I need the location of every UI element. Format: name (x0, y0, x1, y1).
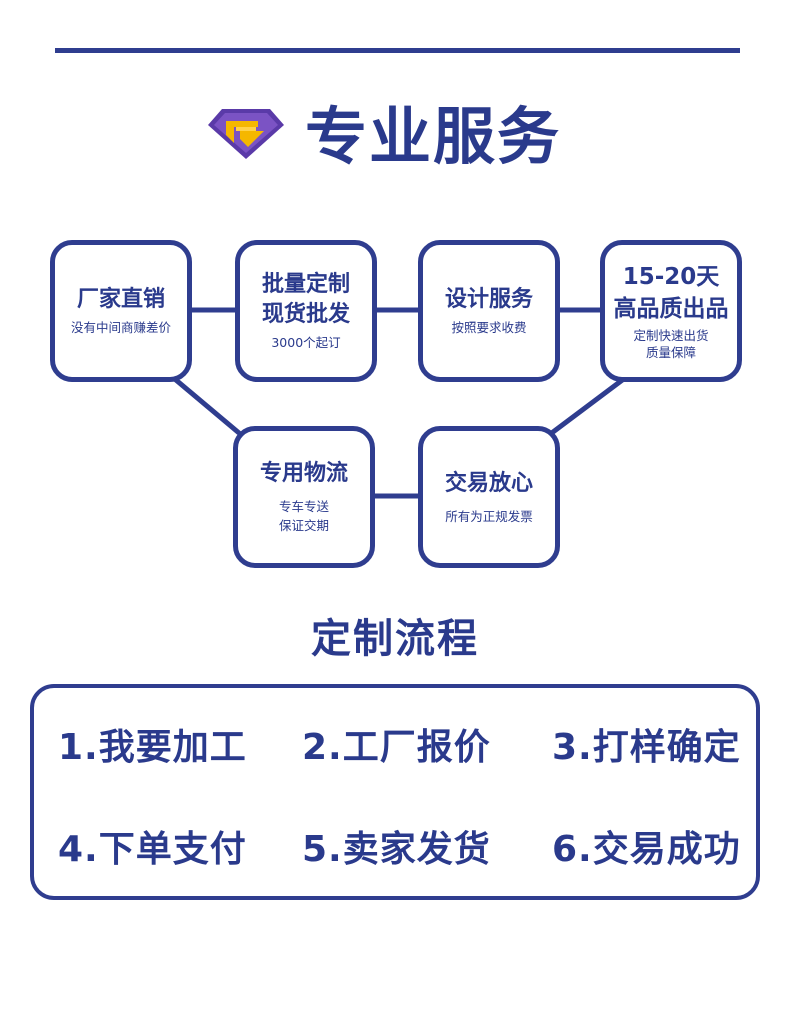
service-card-trade-assurance: 交易放心 所有为正规发票 (418, 426, 560, 568)
service-card-custom-wholesale: 批量定制 现货批发 3000个起订 (235, 240, 377, 382)
service-card-factory-direct: 厂家直销 没有中间商赚差价 (50, 240, 192, 382)
page-title: 专业服务 (305, 100, 562, 173)
process-step: 2.工厂报价 (302, 727, 491, 768)
service-title: 批量定制 (261, 272, 350, 297)
service-subtitle: 按照要求收费 (451, 320, 527, 335)
service-title: 交易放心 (444, 470, 533, 496)
process-step: 1.我要加工 (58, 727, 247, 768)
header: 专业服务 (0, 95, 790, 185)
service-card-design: 设计服务 按照要求收费 (418, 240, 560, 382)
process-title: 定制流程 (311, 616, 479, 662)
service-subtitle: 保证交期 (278, 518, 329, 533)
process-step: 5.卖家发货 (302, 829, 491, 870)
service-subtitle: 没有中间商赚差价 (70, 320, 171, 335)
service-subtitle: 专车专送 (278, 499, 329, 514)
process-step: 3.打样确定 (552, 727, 741, 768)
service-title: 高品质出品 (613, 296, 729, 322)
service-card-quality-delivery: 15-20天 高品质出品 定制快速出货 质量保障 (600, 240, 742, 382)
service-subtitle: 所有为正规发票 (445, 508, 533, 524)
service-card-logistics: 专用物流 专车专送 保证交期 (233, 426, 375, 568)
service-subtitle: 3000个起订 (271, 335, 341, 350)
service-title: 专用物流 (259, 461, 348, 486)
process-steps-box: 1.我要加工 2.工厂报价 3.打样确定 4.下单支付 5.卖家发货 6.交易成… (30, 684, 760, 900)
service-title: 15-20天 (622, 264, 720, 290)
service-subtitle: 质量保障 (645, 345, 696, 360)
diamond-badge-icon (208, 109, 284, 159)
service-subtitle: 定制快速出货 (633, 328, 709, 343)
service-title: 厂家直销 (76, 287, 165, 312)
service-title: 现货批发 (261, 302, 350, 327)
top-divider (55, 48, 740, 53)
process-step: 6.交易成功 (552, 829, 741, 870)
service-title: 设计服务 (444, 287, 533, 312)
process-step: 4.下单支付 (58, 829, 247, 870)
